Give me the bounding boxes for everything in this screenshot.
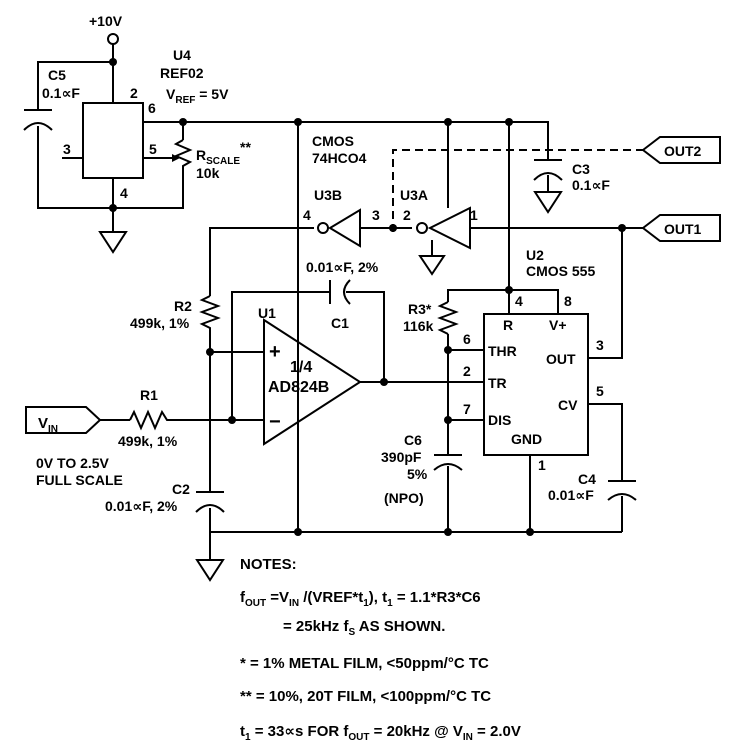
u2-part: CMOS 555	[526, 263, 595, 279]
u4-pin6: 6	[148, 100, 156, 116]
c1-symbol	[329, 279, 351, 305]
c6-symbol	[433, 454, 463, 471]
u2-n6: 6	[463, 331, 471, 347]
c5-ref: C5	[48, 67, 66, 83]
r3-ref: R3*	[408, 301, 432, 317]
out1-label: OUT1	[664, 221, 702, 237]
vin-range1: 0V TO 2.5V	[36, 455, 110, 471]
u2-pin-v: V+	[549, 317, 567, 333]
u2-n8: 8	[564, 293, 572, 309]
r2-ref: R2	[174, 298, 192, 314]
notes-formula1: fOUT =VIN /(VREF*t1), t1 = 1.1*R3*C6	[240, 589, 481, 609]
rscale-label: RSCALE**	[196, 139, 251, 167]
u2-pin-gnd: GND	[511, 431, 542, 447]
wires	[37, 44, 643, 560]
ground-symbol-u4	[98, 231, 128, 254]
u3b-inverter	[317, 208, 361, 248]
r3-symbol	[437, 301, 459, 335]
c3-ref: C3	[572, 161, 590, 177]
u1-line1: 1/4	[290, 359, 312, 376]
c6-ref: C6	[404, 432, 422, 448]
c3-symbol	[533, 159, 563, 181]
r1-value: 499k, 1%	[118, 433, 178, 449]
c1-value: 0.01∝F, 2%	[306, 259, 379, 275]
c1-ref: C1	[331, 315, 349, 331]
ground-symbol-u3a	[418, 255, 446, 276]
out2-flag	[641, 136, 721, 164]
u4-part: REF02	[160, 65, 204, 81]
c2-value: 0.01∝F, 2%	[105, 498, 178, 514]
u4-box	[82, 102, 144, 179]
u4-pin3: 3	[63, 141, 71, 157]
c4-ref: C4	[578, 471, 596, 487]
notes-line1: * = 1% METAL FILM, <50ppm/°C TC	[240, 655, 489, 672]
u3b-ref: U3B	[314, 187, 342, 203]
u4-pin2: 2	[130, 85, 138, 101]
ground-symbol-c3	[533, 191, 563, 214]
u4-pin5: 5	[149, 141, 157, 157]
u3a-pin2: 2	[403, 207, 411, 223]
junction-dots	[109, 58, 626, 536]
u2-n1: 1	[538, 457, 546, 473]
u1-opamp	[263, 318, 362, 446]
c2-ref: C2	[172, 481, 190, 497]
c2-symbol	[195, 491, 225, 513]
vin-flag	[25, 406, 102, 434]
rscale-symbol	[172, 139, 193, 170]
u3a-pin1: 1	[470, 207, 478, 223]
u3a-ref: U3A	[400, 187, 428, 203]
vin-label: VIN	[38, 415, 58, 435]
u2-n3: 3	[596, 337, 604, 353]
u2-pin-r: R	[503, 317, 513, 333]
ground-symbol-main	[195, 559, 225, 582]
r1-ref: R1	[140, 387, 158, 403]
c6-value: 390pF	[381, 449, 422, 465]
u2-pin-dis: DIS	[488, 412, 511, 428]
c4-value: 0.01∝F	[548, 487, 594, 503]
r2-symbol	[199, 295, 221, 332]
u1-minus: −	[269, 411, 281, 433]
u2-pin-out: OUT	[546, 351, 576, 367]
u2-n5: 5	[596, 383, 604, 399]
u3b-pin4: 4	[303, 207, 311, 223]
u3a-inverter	[416, 206, 471, 250]
u4-ref: U4	[173, 47, 191, 63]
u2-n7: 7	[463, 401, 471, 417]
supply-terminal	[107, 33, 119, 45]
r1-symbol	[129, 409, 170, 431]
c5-symbol	[23, 109, 53, 131]
supply-label: +10V	[89, 13, 123, 29]
notes-title: NOTES:	[240, 556, 297, 573]
out2-label: OUT2	[664, 143, 702, 159]
notes-line2: ** = 10%, 20T FILM, <100ppm/°C TC	[240, 688, 491, 705]
u2-pin-tr: TR	[488, 375, 507, 391]
c6-tol: 5%	[407, 466, 428, 482]
out1-flag	[641, 214, 721, 242]
u2-n2: 2	[463, 363, 471, 379]
notes-formula2: = 25kHz fS AS SHOWN.	[283, 618, 445, 638]
u2-box	[483, 313, 589, 456]
c4-symbol	[607, 480, 637, 501]
u4-vref: VREF = 5V	[166, 86, 229, 106]
notes-line3: t1 = 33∝s FOR fOUT = 20kHz @ VIN = 2.0V	[240, 723, 521, 743]
u4-pin4: 4	[120, 185, 128, 201]
r2-value: 499k, 1%	[130, 315, 190, 331]
rscale-value: 10k	[196, 165, 220, 181]
c5-value: 0.1∝F	[42, 85, 80, 101]
u1-ref: U1	[258, 305, 276, 321]
u2-pin-cv: CV	[558, 397, 578, 413]
cmos-line2: 74HCO4	[312, 150, 367, 166]
u1-plus: +	[269, 341, 281, 363]
u1-line2: AD824B	[268, 379, 329, 396]
c6-type: (NPO)	[384, 490, 424, 506]
u2-ref: U2	[526, 247, 544, 263]
c3-value: 0.1∝F	[572, 177, 610, 193]
r3-value: 116k	[403, 318, 434, 334]
vin-range2: FULL SCALE	[36, 472, 123, 488]
u3b-pin3: 3	[372, 207, 380, 223]
u2-pin-thr: THR	[488, 343, 517, 359]
cmos-line1: CMOS	[312, 133, 354, 149]
u2-n4: 4	[515, 293, 523, 309]
